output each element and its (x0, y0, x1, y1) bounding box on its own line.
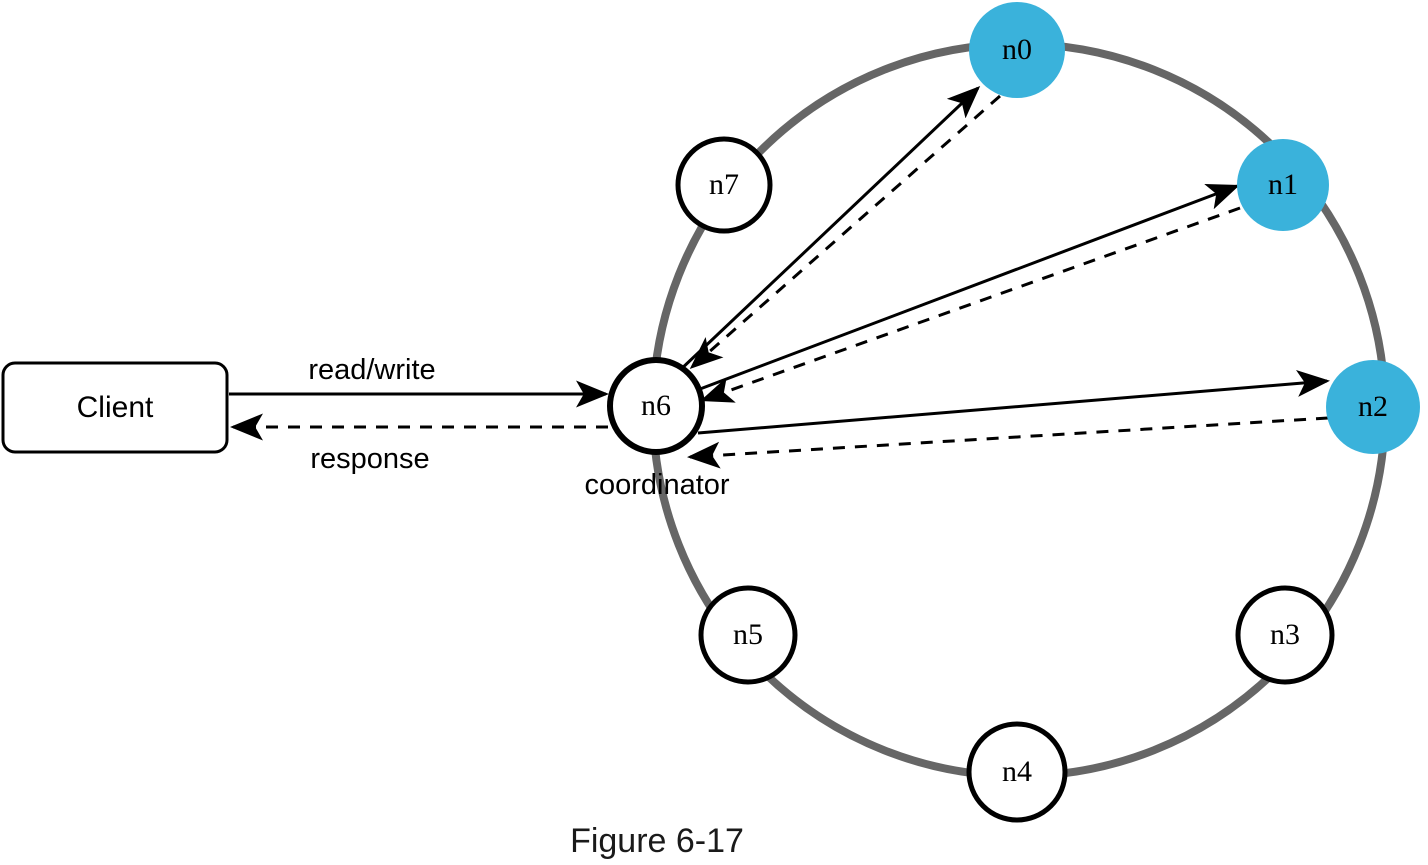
node-n7-label: n7 (709, 168, 739, 201)
node-n7-circle[interactable] (675, 136, 773, 234)
node-n1-circle[interactable] (1237, 139, 1329, 231)
node-n6-coordinator[interactable]: n6 coordinator (584, 357, 730, 501)
ring-nodes-group: n0 n1 n2 n3 n4 n5 n7 (675, 2, 1420, 823)
client-label: Client (77, 391, 154, 424)
node-n1-label: n1 (1268, 168, 1298, 201)
edge-label-read-write: read/write (308, 354, 435, 386)
node-n3-label: n3 (1270, 618, 1300, 651)
edge-label-response: response (310, 443, 429, 475)
node-n5[interactable]: n5 (698, 585, 798, 685)
replication-edges-group (676, 85, 1330, 469)
node-n6-label: n6 (641, 389, 671, 422)
node-n6-circle[interactable] (607, 357, 705, 455)
node-n5-label: n5 (733, 618, 763, 651)
node-n5-circle[interactable] (698, 585, 798, 685)
client-edges-group: read/write response (229, 354, 609, 475)
coordinator-sublabel: coordinator (584, 469, 729, 501)
node-n3[interactable]: n3 (1235, 585, 1335, 685)
node-n4-label: n4 (1002, 755, 1032, 788)
edge-n1-to-n6-reply (700, 206, 1241, 403)
node-n7[interactable]: n7 (675, 136, 773, 234)
node-n2-label: n2 (1358, 390, 1388, 423)
edge-n6-to-n0-request (676, 85, 981, 374)
node-n0-label: n0 (1002, 33, 1032, 66)
node-n0-circle[interactable] (969, 2, 1065, 98)
edge-n6-to-n1-request (699, 183, 1240, 391)
client-box[interactable] (1, 361, 229, 454)
node-n3-circle[interactable] (1235, 585, 1335, 685)
node-n4-circle[interactable] (966, 721, 1068, 823)
edge-n2-to-n6-reply (687, 416, 1329, 469)
node-n0[interactable]: n0 (969, 2, 1065, 98)
edge-n6-to-n2-request (697, 370, 1330, 435)
node-n2[interactable]: n2 (1326, 360, 1420, 454)
edge-n0-to-n6-reply (689, 94, 1001, 369)
node-n2-circle[interactable] (1326, 360, 1420, 454)
client-node[interactable]: Client (1, 361, 229, 454)
node-n1[interactable]: n1 (1237, 139, 1329, 231)
figure-caption: Figure 6-17 (570, 822, 744, 860)
node-n4[interactable]: n4 (966, 721, 1068, 823)
